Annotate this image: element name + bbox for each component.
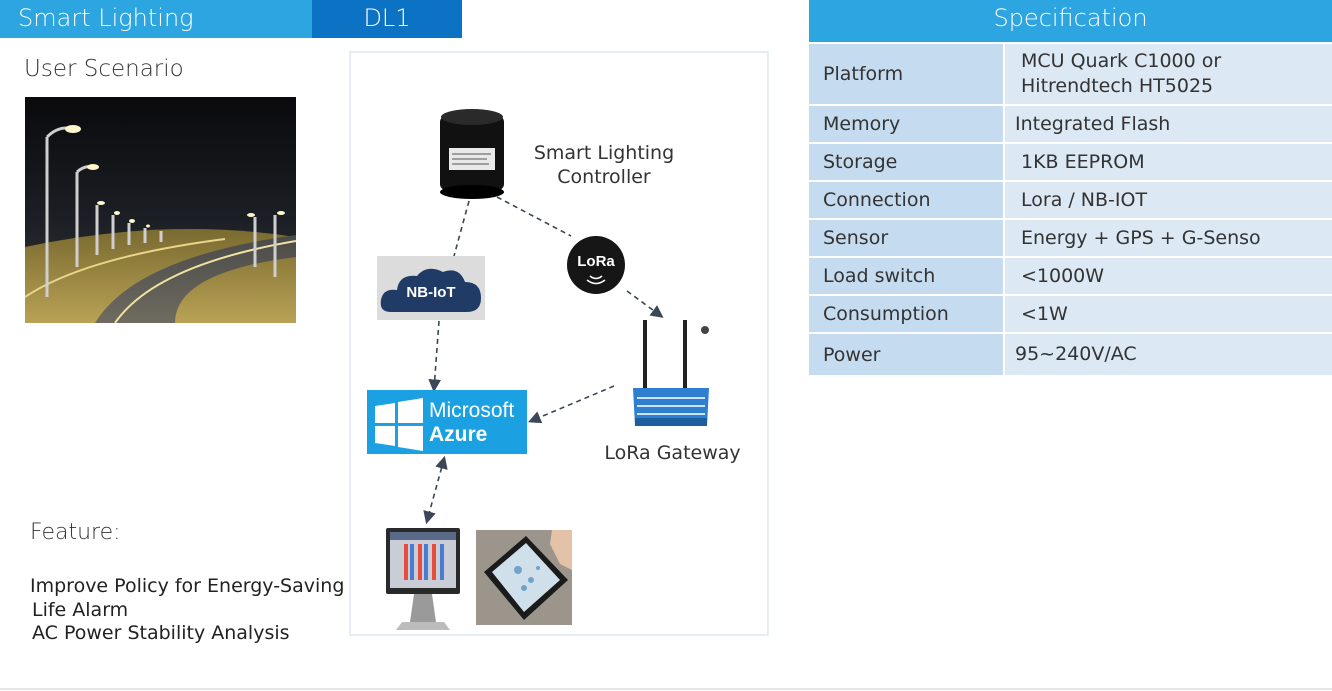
spec-table: Platform MCU Quark C1000 or Hitrendtech …: [809, 42, 1332, 375]
spec-value: Energy + GPS + G-Senso: [1004, 218, 1332, 257]
spec-row: Consumption <1W: [809, 294, 1332, 333]
model-code: DL1: [312, 0, 462, 38]
nbiot-cloud-icon: NB-IoT: [377, 256, 485, 320]
spec-row: Platform MCU Quark C1000 or Hitrendtech …: [809, 42, 1332, 105]
controller-to-nbiot-line: [453, 200, 470, 257]
footer-divider: [0, 688, 1332, 690]
dashboard-monitor-icon: [384, 526, 464, 636]
spec-value-line: MCU Quark C1000 or: [1021, 50, 1222, 72]
spec-value-line: Hitrendtech HT5025: [1021, 75, 1214, 97]
spec-label: Load switch: [809, 256, 1005, 295]
spec-value: <1000W: [1004, 256, 1332, 295]
spec-row: Sensor Energy + GPS + G-Senso: [809, 218, 1332, 257]
spec-label: Sensor: [809, 218, 1005, 257]
feature-item: AC Power Stability Analysis: [32, 622, 290, 644]
controller-to-lora-line: [496, 196, 572, 237]
lora-gateway-icon: [625, 318, 717, 438]
tablet-photo: [476, 530, 572, 625]
nbiot-label: NB-IoT: [406, 284, 456, 301]
street-lights-photo: [25, 97, 296, 323]
spec-row: Connection Lora / NB-IOT: [809, 180, 1332, 219]
spec-row: Power 95~240V/AC: [809, 332, 1332, 375]
spec-value: Lora / NB-IOT: [1004, 180, 1332, 219]
spec-row: Memory Integrated Flash: [809, 104, 1332, 143]
spec-value: Integrated Flash: [1004, 104, 1332, 143]
lora-label: LoRa: [577, 253, 615, 270]
lora-logo-icon: LoRa: [567, 236, 625, 294]
diagram-connectors: [423, 196, 664, 525]
controller-label-line2: Controller: [557, 166, 651, 188]
azure-to-dashboard-line: [423, 455, 448, 525]
gateway-label: LoRa Gateway: [604, 442, 741, 464]
nbiot-to-azure-line: [428, 320, 442, 393]
lora-to-gateway-line: [626, 290, 664, 318]
controller-device-icon: [437, 108, 507, 204]
feature-item: Improve Policy for Energy-Saving: [30, 575, 345, 597]
spec-value: <1W: [1004, 294, 1332, 333]
architecture-diagram: [349, 51, 769, 636]
slide-title: Smart Lighting Controller: [0, 0, 312, 68]
spec-label: Platform: [809, 42, 1005, 105]
azure-line1: Microsoft: [429, 399, 515, 422]
feature-heading: Feature:: [30, 520, 121, 545]
feature-item: Life Alarm: [32, 599, 129, 621]
spec-row: Storage 1KB EEPROM: [809, 142, 1332, 181]
spec-value: 1KB EEPROM: [1004, 142, 1332, 181]
spec-label: Consumption: [809, 294, 1005, 333]
gateway-to-azure-line: [528, 385, 615, 424]
spec-label: Memory: [809, 104, 1005, 143]
spec-value: MCU Quark C1000 or Hitrendtech HT5025: [1004, 42, 1332, 105]
azure-line2: Azure: [429, 423, 488, 446]
controller-label: Smart Lighting Controller: [525, 141, 683, 189]
spec-label: Storage: [809, 142, 1005, 181]
windows-icon: [375, 398, 423, 451]
spec-label: Connection: [809, 180, 1005, 219]
azure-logo: Microsoft Azure: [367, 390, 527, 454]
spec-row: Load switch <1000W: [809, 256, 1332, 295]
spec-heading: Specification: [809, 0, 1332, 42]
scenario-heading: User Scenario: [24, 56, 184, 82]
spec-label: Power: [809, 332, 1005, 375]
controller-label-line1: Smart Lighting: [533, 142, 675, 164]
spec-value: 95~240V/AC: [1004, 332, 1332, 375]
